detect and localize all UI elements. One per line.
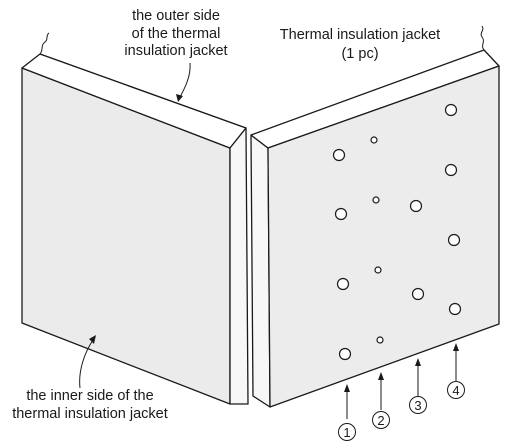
inner-side-label: the inner side of the thermal insulation… [12,388,168,422]
title-label: Thermal insulation jacket (1 pc) [280,27,440,62]
marker-2: 2 [372,372,390,429]
break-squiggle-icon [480,25,485,51]
marker-4: 4 [447,343,465,399]
hole [336,277,350,291]
hole [409,199,423,213]
arrow-icon [378,372,384,380]
hole [332,148,346,162]
right-panel [250,49,500,408]
hole [444,163,458,177]
arrow-icon [415,358,421,366]
right-panel-side-edge [250,134,271,408]
circled-number-icon [447,381,465,399]
outer-side-label-line2: of the thermal [132,26,221,42]
break-squiggle-icon [39,32,50,55]
hole [370,136,378,144]
marker-number: 3 [414,398,421,413]
hole [372,196,380,204]
quantity-label: (1 pc) [341,46,378,62]
inner-side-label-line2: thermal insulation jacket [12,406,168,422]
outer-side-label: the outer side of the thermal insulation… [124,8,227,59]
hole [338,347,352,361]
hole [448,302,462,316]
arrow-icon [344,384,350,392]
arrow-icon [79,335,96,389]
hole [447,233,461,247]
marker-number: 1 [343,425,350,440]
hole [411,287,425,301]
outer-side-label-line1: the outer side [132,8,220,24]
hole [374,266,382,274]
arrow-icon [453,343,459,351]
inner-side-label-line1: the inner side of the [26,388,153,404]
mounting-holes [332,103,462,361]
marker-3: 3 [409,358,427,414]
circled-number-icon [372,411,390,429]
marker-1: 1 [338,384,356,441]
hole [376,336,384,344]
hole [444,103,458,117]
right-panel-outer-face [267,65,500,408]
left-panel [21,53,249,405]
marker-number: 4 [452,383,459,398]
diagram-title: Thermal insulation jacket [280,27,440,43]
circled-number-icon [338,423,356,441]
marker-number: 2 [377,413,384,428]
outer-side-label-line3: insulation jacket [124,43,227,59]
hole [334,207,348,221]
left-panel-side-edge [229,127,249,405]
arrow-icon [176,62,191,102]
circled-number-icon [409,396,427,414]
